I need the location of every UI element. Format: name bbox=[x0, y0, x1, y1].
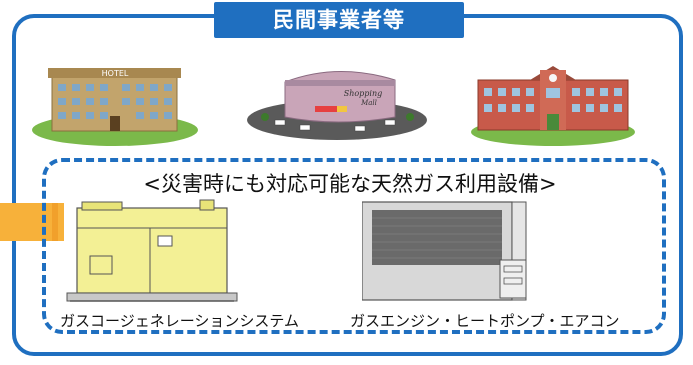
section-title: 民間事業者等 bbox=[214, 2, 464, 38]
mall-tree bbox=[261, 113, 269, 121]
cogeneration-body bbox=[76, 207, 228, 294]
mall-tree bbox=[406, 113, 414, 121]
cogeneration-panel bbox=[157, 235, 173, 247]
school-door bbox=[547, 114, 559, 130]
gas-heat-pump-label: ガスエンジン・ヒートポンプ・エアコン bbox=[350, 312, 620, 330]
equipment-frame bbox=[42, 158, 666, 334]
equipment-heading: <災害時にも対応可能な天然ガス利用設備> bbox=[143, 172, 557, 196]
mall-roof bbox=[285, 80, 395, 86]
cogeneration-top bbox=[81, 201, 123, 211]
hotel-illustration: HOTEL bbox=[32, 68, 198, 146]
mall-awning bbox=[315, 106, 337, 112]
cogeneration-vent bbox=[199, 199, 215, 211]
mall-sign-line2: Mall bbox=[360, 99, 377, 107]
hotel-roof bbox=[48, 68, 181, 78]
school-windows bbox=[484, 88, 622, 112]
mall-sign-line1: Shopping bbox=[344, 89, 383, 98]
hotel-sign: HOTEL bbox=[102, 69, 129, 78]
school-illustration bbox=[471, 66, 635, 146]
hotel-windows bbox=[58, 84, 172, 119]
mall-awning-2 bbox=[337, 106, 347, 112]
cogeneration-label: ガスコージェネレーションシステム bbox=[60, 312, 299, 330]
gas-heat-pump-illustration bbox=[362, 201, 527, 301]
hotel-entrance bbox=[110, 116, 120, 131]
mall-illustration: Shopping Mall bbox=[247, 70, 427, 140]
school-clock bbox=[549, 74, 557, 82]
orange-pointer-tab bbox=[0, 203, 64, 241]
cogeneration-unit-illustration bbox=[66, 199, 238, 302]
heat-pump-grille bbox=[372, 210, 502, 265]
cogeneration-hatch bbox=[89, 255, 113, 275]
mall-cars bbox=[274, 119, 396, 132]
cogeneration-base bbox=[66, 292, 238, 302]
